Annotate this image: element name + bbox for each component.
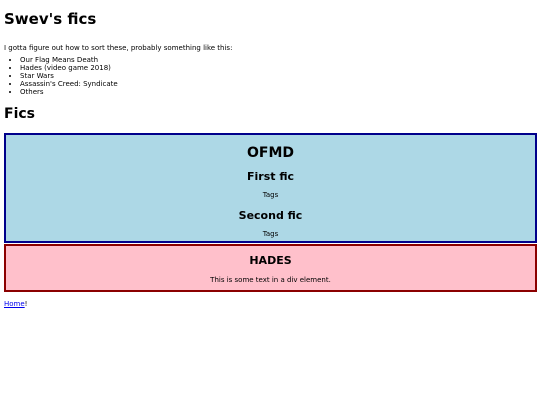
section-title-fics: Fics [4,106,35,122]
list-item: Our Flag Means Death [20,56,537,64]
hades-box: HADES This is some text in a div element… [4,244,537,292]
list-item: Assassin's Creed: Syndicate [20,80,537,88]
fic-title-second: Second fic [238,209,303,222]
hades-box-title: HADES [249,254,292,267]
ofmd-box: OFMD First fic Tags Second fic Tags [4,133,537,243]
list-item: Hades (video game 2018) [20,64,537,72]
home-link[interactable]: Home [4,300,25,308]
page: Swev's fics I gotta figure out how to so… [0,0,540,309]
fic-title-first: First fic [246,170,295,183]
list-item: Star Wars [20,72,537,80]
fic-tags-first: Tags [262,191,279,199]
footer-suffix: ! [24,300,28,308]
page-title: Swev's fics [4,10,97,28]
fandom-list: Our Flag Means Death Hades (video game 2… [4,56,537,96]
footer: Home! [4,300,537,309]
hades-box-text: This is some text in a div element. [210,276,331,284]
fic-tags-second: Tags [262,230,279,238]
list-item: Others [20,88,537,96]
ofmd-box-title: OFMD [246,145,295,161]
intro-text: I gotta figure out how to sort these, pr… [4,44,233,52]
